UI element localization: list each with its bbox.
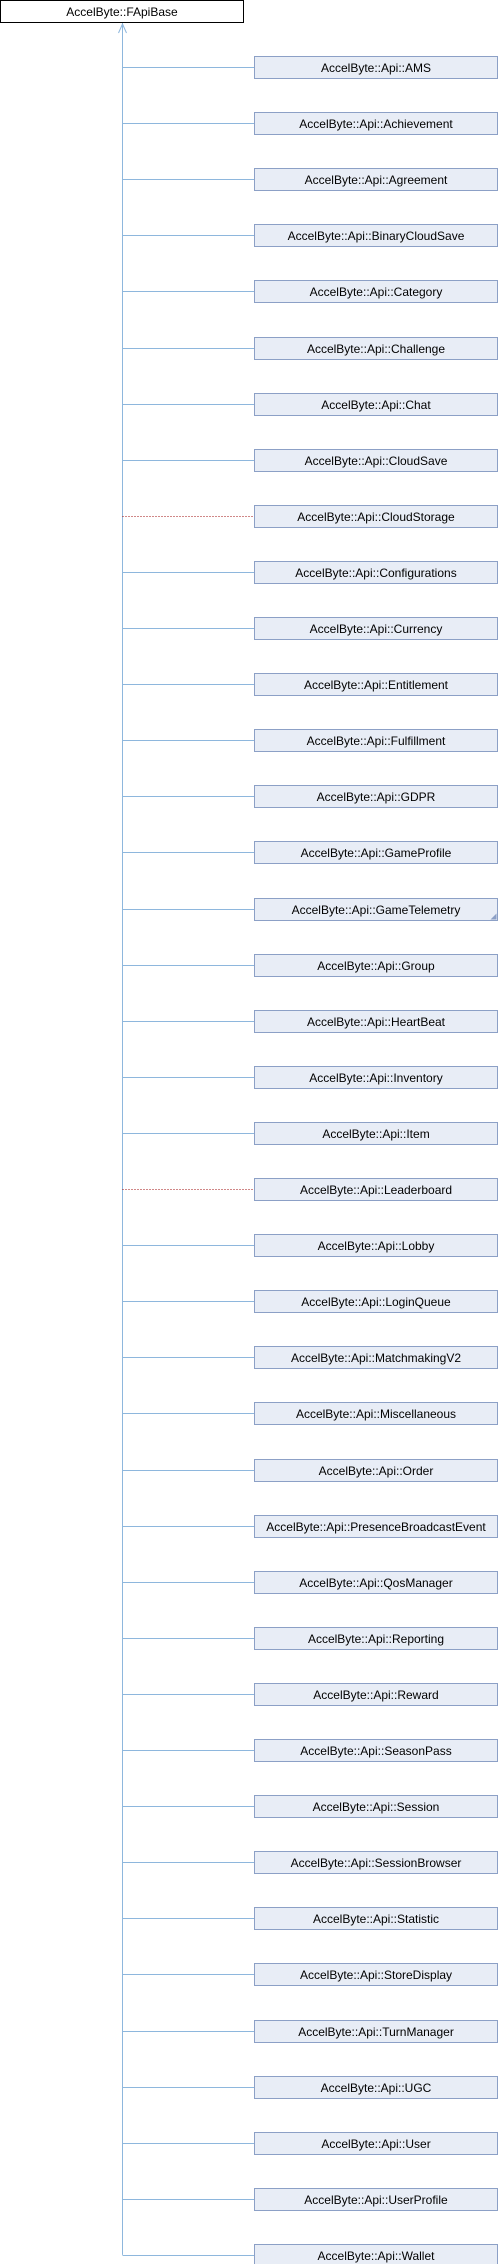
derived-class-label: AccelByte::Api::Miscellaneous <box>296 1407 456 1421</box>
derived-class-label: AccelByte::Api::Statistic <box>313 1912 439 1926</box>
inheritance-arrowhead <box>118 22 127 34</box>
derived-class-node[interactable]: AccelByte::Api::PresenceBroadcastEvent <box>254 1515 498 1538</box>
derived-class-label: AccelByte::Api::Order <box>319 1464 434 1478</box>
derived-class-label: AccelByte::Api::PresenceBroadcastEvent <box>266 1520 486 1534</box>
derived-class-label: AccelByte::Api::Category <box>310 285 443 299</box>
derived-class-nodes: AccelByte::Api::AMSAccelByte::Api::Achie… <box>254 56 498 2264</box>
base-class-box <box>0 0 244 23</box>
derived-class-label: AccelByte::Api::Lobby <box>318 1239 435 1253</box>
derived-class-label: AccelByte::Api::Reporting <box>308 1632 444 1646</box>
derived-class-label: AccelByte::Api::GameProfile <box>301 846 452 860</box>
derived-class-node[interactable]: AccelByte::Api::Miscellaneous <box>254 1402 498 1425</box>
derived-class-label: AccelByte::Api::SeasonPass <box>300 1744 451 1758</box>
derived-class-node[interactable]: AccelByte::Api::Lobby <box>254 1234 498 1257</box>
derived-class-node[interactable]: AccelByte::Api::Currency <box>254 617 498 640</box>
derived-class-label: AccelByte::Api::Chat <box>321 398 431 412</box>
derived-class-node[interactable]: AccelByte::Api::SeasonPass <box>254 1739 498 1762</box>
derived-class-node[interactable]: AccelByte::Api::Entitlement <box>254 673 498 696</box>
derived-class-node[interactable]: AccelByte::Api::Fulfillment <box>254 729 498 752</box>
derived-class-node[interactable]: AccelByte::Api::Agreement <box>254 168 498 191</box>
derived-class-label: AccelByte::Api::CloudSave <box>305 454 448 468</box>
derived-class-node[interactable]: AccelByte::Api::Category <box>254 280 498 303</box>
derived-class-label: AccelByte::Api::SessionBrowser <box>291 1856 462 1870</box>
derived-class-label: AccelByte::Api::StoreDisplay <box>300 1968 452 1982</box>
derived-class-node[interactable]: AccelByte::Api::Chat <box>254 393 498 416</box>
derived-class-node[interactable]: AccelByte::Api::CloudStorage <box>254 505 498 528</box>
derived-class-label: AccelByte::Api::MatchmakingV2 <box>291 1351 461 1365</box>
derived-class-node[interactable]: AccelByte::Api::Wallet <box>254 2244 498 2264</box>
derived-class-label: AccelByte::Api::Currency <box>310 622 443 636</box>
derived-class-node[interactable]: AccelByte::Api::TurnManager <box>254 2020 498 2043</box>
derived-class-label: AccelByte::Api::Group <box>317 959 435 973</box>
derived-class-label: AccelByte::Api::UGC <box>321 2081 432 2095</box>
derived-class-label: AccelByte::Api::BinaryCloudSave <box>288 229 465 243</box>
derived-class-node[interactable]: AccelByte::Api::CloudSave <box>254 449 498 472</box>
derived-class-label: AccelByte::Api::Fulfillment <box>307 734 446 748</box>
derived-class-node[interactable]: AccelByte::Api::Session <box>254 1795 498 1818</box>
derived-class-node[interactable]: AccelByte::Api::Statistic <box>254 1907 498 1930</box>
derived-class-label: AccelByte::Api::Agreement <box>305 173 448 187</box>
derived-class-label: AccelByte::Api::Inventory <box>309 1071 442 1085</box>
derived-class-label: AccelByte::Api::TurnManager <box>298 2025 454 2039</box>
derived-class-label: AccelByte::Api::Item <box>322 1127 429 1141</box>
derived-class-node[interactable]: AccelByte::Api::BinaryCloudSave <box>254 224 498 247</box>
derived-class-node[interactable]: AccelByte::Api::Leaderboard <box>254 1178 498 1201</box>
derived-class-label: AccelByte::Api::LoginQueue <box>301 1295 451 1309</box>
collapsed-marker-icon <box>490 913 497 920</box>
derived-class-node[interactable]: AccelByte::Api::Reporting <box>254 1627 498 1650</box>
derived-class-label: AccelByte::Api::UserProfile <box>304 2193 448 2207</box>
derived-class-label: AccelByte::Api::HeartBeat <box>307 1015 446 1029</box>
derived-class-node[interactable]: AccelByte::Api::Achievement <box>254 112 498 135</box>
derived-class-node[interactable]: AccelByte::Api::AMS <box>254 56 498 79</box>
derived-class-label: AccelByte::Api::GDPR <box>317 790 436 804</box>
inheritance-edges <box>118 22 255 2256</box>
base-class-label: AccelByte::FApiBase <box>66 5 178 19</box>
derived-class-label: AccelByte::Api::AMS <box>321 61 431 75</box>
derived-class-node[interactable]: AccelByte::Api::GameTelemetry <box>254 898 498 921</box>
derived-class-node[interactable]: AccelByte::Api::Item <box>254 1122 498 1145</box>
derived-class-node[interactable]: AccelByte::Api::Reward <box>254 1683 498 1706</box>
derived-class-node[interactable]: AccelByte::Api::Group <box>254 954 498 977</box>
derived-class-node[interactable]: AccelByte::Api::HeartBeat <box>254 1010 498 1033</box>
derived-class-node[interactable]: AccelByte::Api::UserProfile <box>254 2188 498 2211</box>
derived-class-node[interactable]: AccelByte::Api::Challenge <box>254 337 498 360</box>
derived-class-node[interactable]: AccelByte::Api::Configurations <box>254 561 498 584</box>
derived-class-node[interactable]: AccelByte::Api::GameProfile <box>254 841 498 864</box>
derived-class-node[interactable]: AccelByte::Api::QosManager <box>254 1571 498 1594</box>
derived-class-label: AccelByte::Api::Leaderboard <box>300 1183 452 1197</box>
derived-class-label: AccelByte::Api::Configurations <box>295 566 456 580</box>
derived-class-label: AccelByte::Api::Achievement <box>299 117 453 131</box>
derived-class-label: AccelByte::Api::Challenge <box>307 342 445 356</box>
derived-class-label: AccelByte::Api::GameTelemetry <box>292 903 461 917</box>
derived-class-node[interactable]: AccelByte::Api::StoreDisplay <box>254 1963 498 1986</box>
derived-class-label: AccelByte::Api::Reward <box>313 1688 438 1702</box>
derived-class-node[interactable]: AccelByte::Api::MatchmakingV2 <box>254 1346 498 1369</box>
derived-class-label: AccelByte::Api::QosManager <box>299 1576 452 1590</box>
derived-class-label: AccelByte::Api::Session <box>313 1800 440 1814</box>
derived-class-node[interactable]: AccelByte::Api::Order <box>254 1459 498 1482</box>
derived-class-label: AccelByte::Api::Wallet <box>318 2249 436 2263</box>
derived-class-label: AccelByte::Api::Entitlement <box>304 678 449 692</box>
derived-class-label: AccelByte::Api::CloudStorage <box>297 510 455 524</box>
derived-class-node[interactable]: AccelByte::Api::GDPR <box>254 785 498 808</box>
derived-class-node[interactable]: AccelByte::Api::Inventory <box>254 1066 498 1089</box>
derived-class-node[interactable]: AccelByte::Api::LoginQueue <box>254 1290 498 1313</box>
derived-class-node[interactable]: AccelByte::Api::SessionBrowser <box>254 1851 498 1874</box>
derived-class-label: AccelByte::Api::User <box>321 2137 430 2151</box>
derived-class-node[interactable]: AccelByte::Api::UGC <box>254 2076 498 2099</box>
derived-class-node[interactable]: AccelByte::Api::User <box>254 2132 498 2155</box>
base-class-node[interactable]: AccelByte::FApiBase <box>0 0 244 23</box>
